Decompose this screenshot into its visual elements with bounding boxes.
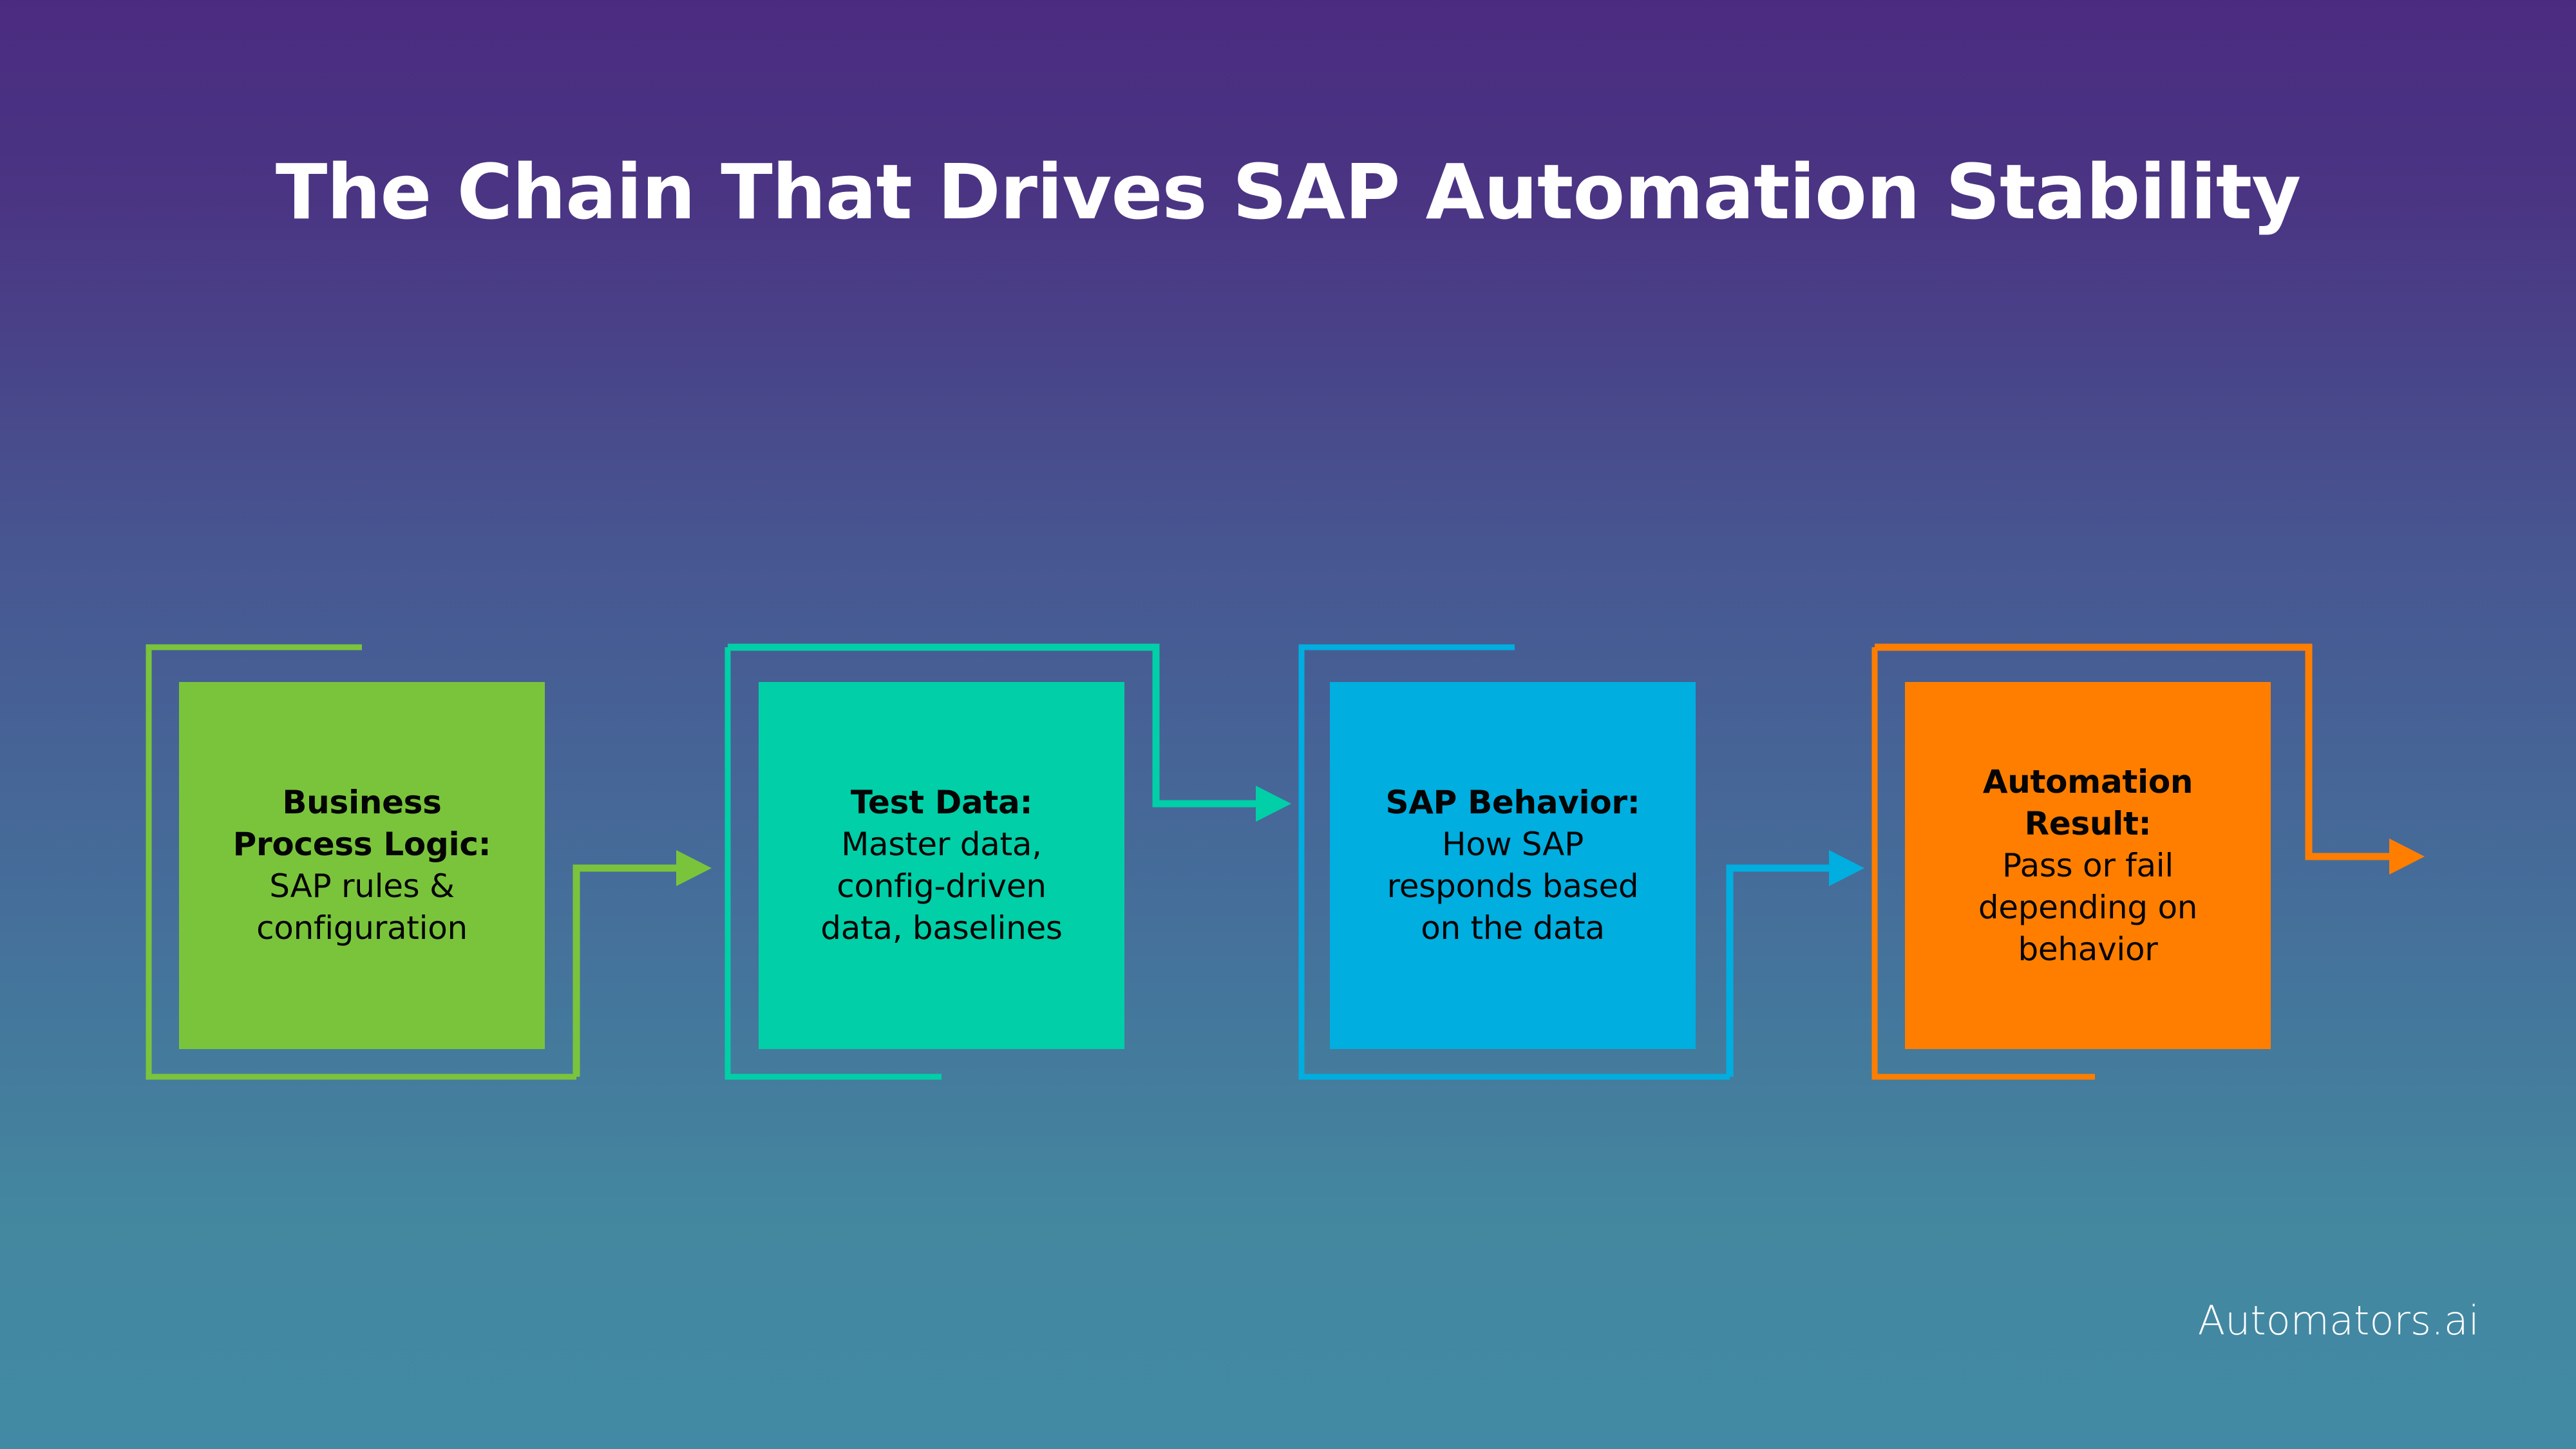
step-4-frame — [1871, 647, 2095, 1080]
step-2-description: Master data, config-driven data, baselin… — [820, 826, 1063, 947]
step-4-connector-line — [1875, 643, 2396, 860]
step-1-frame — [146, 644, 576, 1080]
step-3-frame — [1298, 644, 1730, 1080]
step-1-connector-line — [573, 864, 683, 1077]
step-box-2[interactable]: Test Data: Master data, config-driven da… — [759, 682, 1124, 1049]
brand-watermark: Automators.ai — [2197, 1297, 2479, 1344]
step-2-frame — [724, 647, 942, 1080]
step-3-frame-and-connector — [1298, 644, 1864, 1080]
step-box-1[interactable]: Business Process Logic: SAP rules & conf… — [179, 682, 545, 1049]
step-1-arrowhead — [676, 850, 712, 886]
step-3-connector-line — [1726, 864, 1835, 1077]
step-2-frame-and-connector — [724, 643, 1291, 1080]
step-2-arrowhead — [1256, 786, 1291, 822]
step-4-title: Automation Result: — [1982, 762, 2193, 842]
step-1-description: SAP rules & configuration — [256, 867, 468, 947]
step-1-title: Business Process Logic: — [232, 784, 491, 863]
step-1-frame-and-connector — [146, 644, 712, 1080]
step-3-title: SAP Behavior: — [1385, 784, 1640, 821]
step-4-frame-and-connector — [1871, 643, 2425, 1080]
step-box-3[interactable]: SAP Behavior: How SAP responds based on … — [1330, 682, 1696, 1049]
step-box-4[interactable]: Automation Result: Pass or fail dependin… — [1905, 682, 2271, 1049]
page-title: The Chain That Drives SAP Automation Sta… — [275, 147, 2301, 236]
step-4-arrowhead — [2389, 838, 2425, 875]
step-3-arrowhead — [1829, 850, 1864, 886]
step-2-title: Test Data: — [850, 784, 1033, 821]
step-3-description: How SAP responds based on the data — [1387, 826, 1639, 947]
step-4-description: Pass or fail depending on behavior — [1978, 846, 2198, 968]
step-2-connector-line — [728, 643, 1262, 808]
